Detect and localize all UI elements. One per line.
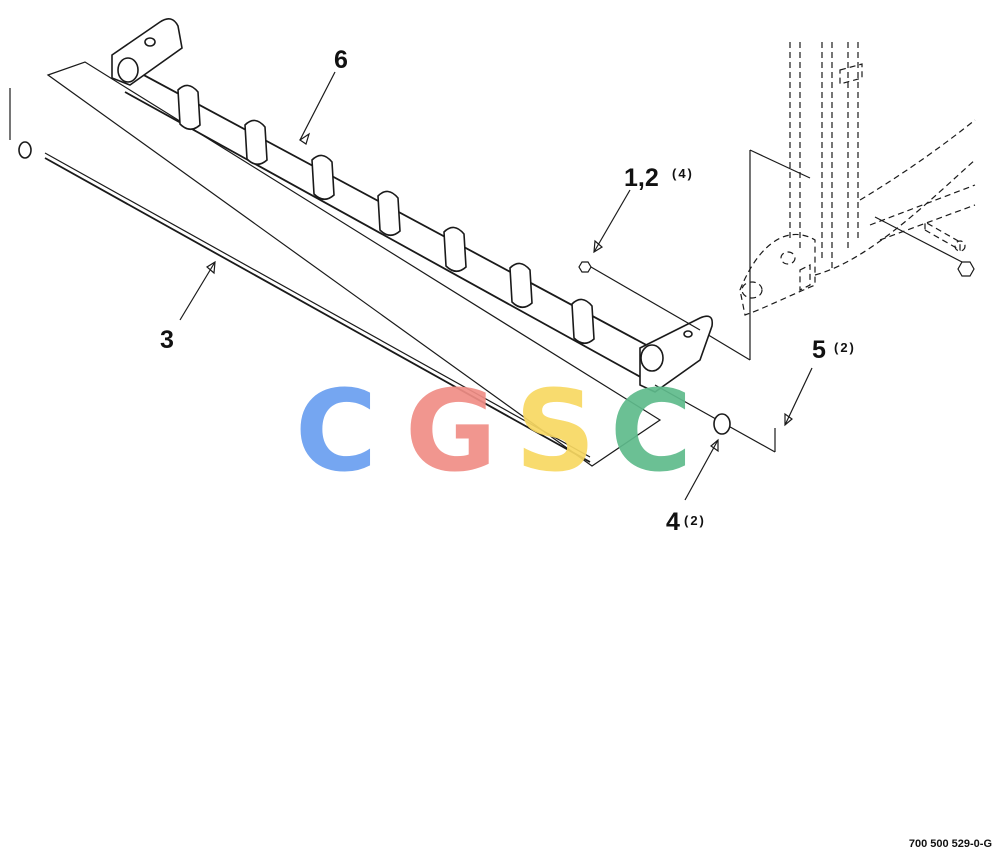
- tine-bar-assembly: [111, 18, 714, 393]
- callout-1-2-qty: (4): [672, 166, 694, 181]
- tine-brackets: [177, 84, 595, 345]
- left-washer: [9, 88, 32, 159]
- watermark-letter-s: S: [515, 367, 596, 497]
- watermark-letter-c2: C: [610, 367, 692, 497]
- leader-arrows: [179, 71, 813, 501]
- cgsc-watermark: C G S C: [295, 367, 692, 497]
- callout-5: 5: [812, 336, 826, 364]
- callout-4-qty: (2): [684, 513, 706, 528]
- callout-6: 6: [334, 46, 348, 74]
- callout-1-2: 1,2: [624, 164, 659, 192]
- bolt-1-2: [578, 261, 701, 331]
- callout-4: 4: [666, 508, 680, 536]
- callout-5-qty: (2): [834, 340, 856, 355]
- watermark-letter-g: G: [405, 367, 497, 497]
- long-rod: [44, 152, 591, 463]
- right-washer-and-pin: [654, 384, 776, 453]
- callout-3: 3: [160, 326, 174, 354]
- figure-id: 700 500 529-0-G: [909, 838, 992, 850]
- machine-frame: [699, 42, 976, 361]
- reference-plane: [46, 61, 662, 467]
- watermark-letter-c1: C: [295, 367, 377, 497]
